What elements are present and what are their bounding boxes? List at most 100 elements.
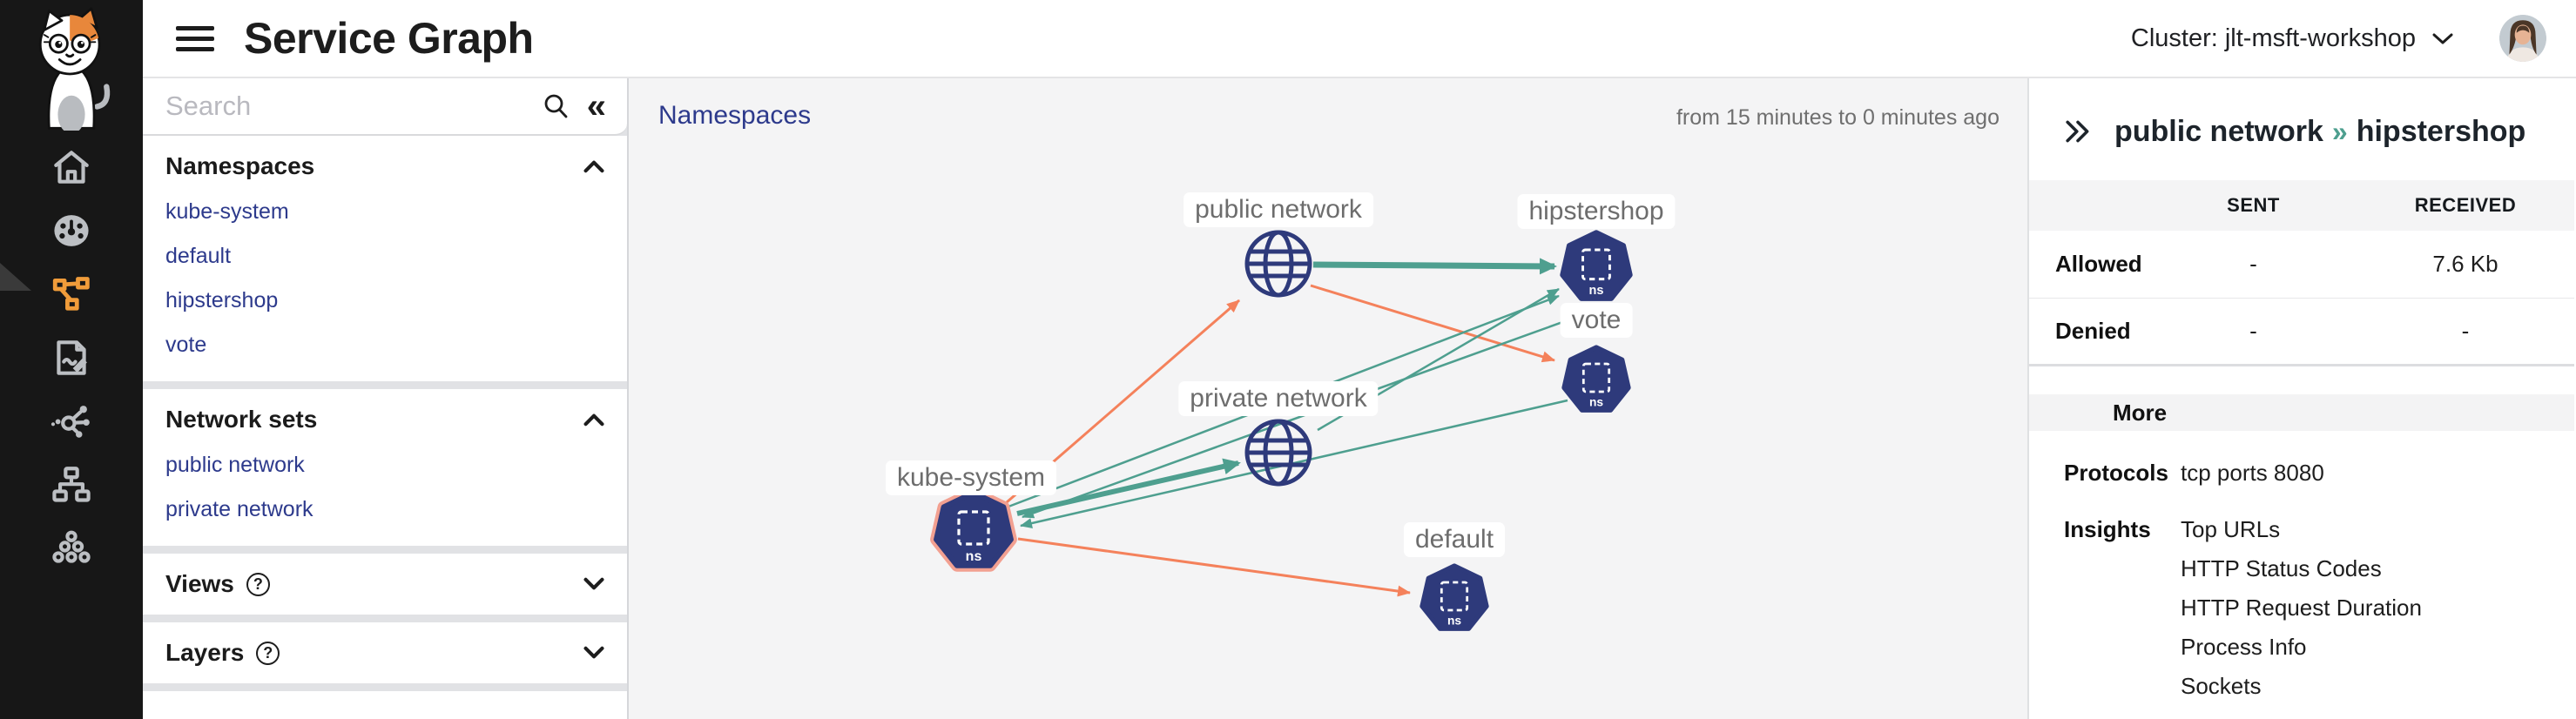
insight-item-top-urls[interactable]: Top URLs: [2181, 516, 2281, 542]
rail-icon-list: [49, 132, 94, 571]
column-header-received: RECEIVED: [2414, 194, 2517, 216]
service-graph-icon[interactable]: [49, 272, 94, 317]
traffic-table-header: SENT RECEIVED: [2029, 180, 2574, 231]
sidebar-item-default[interactable]: default: [165, 244, 232, 268]
traffic-table-row-allowed: Allowed - 7.6 Kb: [2029, 231, 2574, 299]
hamburger-menu-icon[interactable]: [176, 25, 216, 51]
cluster-selector-label: Cluster: jlt-msft-workshop: [2130, 24, 2416, 52]
active-nav-notch: [0, 263, 31, 291]
svg-text:ns: ns: [1589, 284, 1604, 298]
protocols-value: tcp ports 8080: [2181, 460, 2324, 486]
page-title: Service Graph: [244, 14, 534, 63]
sidebar-section-namespaces: Namespaces kube-system default hipstershop…: [143, 136, 627, 381]
calico-cat-logo-image: [38, 7, 111, 131]
sidebar-item-hipstershop[interactable]: hipstershop: [165, 288, 279, 312]
sidebar-section-items: public network private network: [165, 443, 604, 532]
calico-cat-logo[interactable]: [0, 0, 143, 132]
chevron-down-icon[interactable]: [583, 577, 604, 591]
graph-node-label-hipstershop[interactable]: hipstershop: [1517, 194, 1676, 229]
graph-node-kube-system[interactable]: ns: [930, 487, 1017, 572]
svg-text:ns: ns: [966, 549, 982, 564]
home-icon[interactable]: [49, 144, 94, 190]
edge-breadcrumb: public network » hipstershop: [2029, 110, 2574, 153]
time-range-label: from 15 minutes to 0 minutes ago: [1676, 105, 1999, 130]
insights-label: Insights: [2064, 516, 2151, 542]
collapse-sidebar-icon[interactable]: «: [586, 87, 606, 125]
sidebar-section-title: Namespaces: [165, 152, 315, 179]
sidebar-item-private-network[interactable]: private network: [165, 497, 314, 521]
chevron-down-icon: [2432, 33, 2453, 44]
details-panel: public network » hipstershop SENT RECEIV…: [2027, 78, 2574, 719]
dashboard-gauge-icon[interactable]: [49, 208, 94, 253]
clusters-icon[interactable]: [49, 526, 94, 571]
flow-logs-icon[interactable]: [49, 335, 94, 380]
more-section-header[interactable]: More: [2029, 394, 2574, 431]
edge-target-label[interactable]: hipstershop: [2356, 114, 2526, 148]
graph-node-label-kube-system[interactable]: kube-system: [885, 460, 1057, 495]
insight-item-http-status-codes[interactable]: HTTP Status Codes: [2181, 555, 2382, 581]
graph-node-private-network[interactable]: [1244, 419, 1312, 487]
search-input[interactable]: [165, 91, 542, 122]
protocols-label: Protocols: [2064, 460, 2168, 486]
svg-text:ns: ns: [1447, 613, 1461, 627]
graph-canvas[interactable]: Namespaces from 15 minutes to 0 minutes …: [629, 78, 2027, 719]
connections-icon[interactable]: [49, 399, 94, 444]
graph-edge-public-network-to-vote[interactable]: [1310, 284, 1555, 363]
insight-item-sockets[interactable]: Sockets: [2181, 673, 2262, 699]
search-icon[interactable]: [542, 92, 570, 120]
sidebar-section-items: kube-system default hipstershop vote: [165, 190, 604, 367]
sidebar-section-title: Layers: [165, 639, 245, 666]
service-graph-svg: ns ns ns ns: [930, 230, 1633, 631]
user-avatar[interactable]: [2499, 15, 2546, 62]
traffic-received-value: 7.6 Kb: [2432, 251, 2498, 277]
traffic-table-row-denied: Denied - -: [2029, 299, 2574, 366]
double-chevron-right-icon: [2066, 120, 2089, 143]
sidebar-section-list: Namespaces kube-system default hipstershop…: [143, 136, 627, 719]
traffic-row-label: Allowed: [2055, 251, 2142, 277]
traffic-sent-value: -: [2249, 318, 2257, 344]
graph-edge-public-network-to-hipstershop[interactable]: [1312, 258, 1557, 275]
traffic-received-value: -: [2461, 318, 2470, 344]
graph-node-default[interactable]: ns: [1419, 563, 1489, 631]
sidebar-item-kube-system[interactable]: kube-system: [165, 199, 289, 224]
chevron-down-icon[interactable]: [583, 646, 604, 660]
sidebar-section-header[interactable]: Layers ?: [165, 636, 604, 669]
user-avatar-photo: [2499, 15, 2546, 62]
chevron-up-icon[interactable]: [583, 159, 604, 173]
graph-node-label-public-network[interactable]: public network: [1183, 192, 1373, 227]
sidebar-section-title: Views: [165, 570, 234, 597]
help-icon[interactable]: ?: [246, 572, 270, 596]
edge-source-label[interactable]: public network: [2114, 114, 2323, 148]
sidebar-filler: [143, 691, 627, 719]
traffic-table-body: Allowed - 7.6 Kb Denied - -: [2029, 231, 2574, 366]
graph-node-label-default[interactable]: default: [1403, 522, 1506, 557]
sidebar-section-header[interactable]: Network sets: [165, 403, 604, 436]
graph-node-hipstershop[interactable]: ns: [1560, 230, 1633, 301]
traffic-row-label: Denied: [2055, 318, 2131, 344]
sidebar-section-views: Views ?: [143, 554, 627, 615]
sidebar-item-vote[interactable]: vote: [165, 333, 207, 357]
sidebar-section-header[interactable]: Namespaces: [165, 150, 604, 183]
insight-item-process-info[interactable]: Process Info: [2181, 634, 2307, 660]
help-icon[interactable]: ?: [256, 641, 280, 665]
cluster-selector[interactable]: Cluster: jlt-msft-workshop: [2131, 24, 2454, 53]
graph-node-label-private-network[interactable]: private network: [1178, 381, 1379, 416]
svg-text:ns: ns: [1589, 394, 1603, 408]
graph-view-title: Namespaces: [658, 101, 812, 130]
left-nav-rail: [0, 0, 143, 719]
graph-node-public-network[interactable]: [1244, 230, 1312, 298]
graph-node-vote[interactable]: ns: [1561, 345, 1631, 413]
sidebar-item-public-network[interactable]: public network: [165, 453, 305, 477]
graph-edge-kube-system-to-default[interactable]: [1017, 537, 1411, 597]
sidebar-section-header[interactable]: Views ?: [165, 568, 604, 601]
hierarchy-icon[interactable]: [49, 462, 94, 507]
sidebar-section-title: Network sets: [165, 406, 318, 433]
insight-item-http-request-duration[interactable]: HTTP Request Duration: [2181, 595, 2422, 621]
sidebar-section-network-sets: Network sets public network private netwo…: [143, 389, 627, 546]
graph-node-label-vote[interactable]: vote: [1560, 303, 1633, 338]
protocols-row: Protocols tcp ports 8080: [2029, 454, 2574, 493]
chevron-up-icon[interactable]: [583, 413, 604, 427]
